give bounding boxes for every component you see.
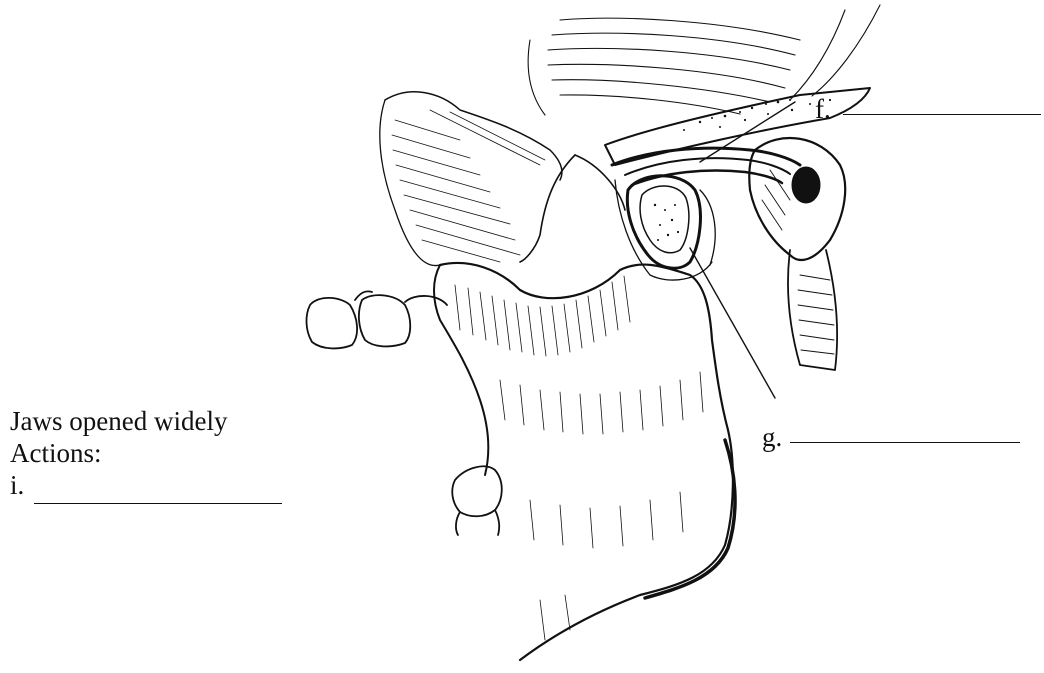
coronoid-process	[520, 155, 625, 262]
maxilla	[380, 92, 562, 266]
answer-blank-g[interactable]	[790, 442, 1020, 443]
caption: Jaws opened widely Actions: i.	[10, 405, 227, 501]
lower-tooth	[452, 466, 501, 535]
answer-blank-f[interactable]	[843, 114, 1041, 115]
label-i: i.	[10, 470, 24, 500]
leader-line-f	[700, 102, 795, 162]
caption-title: Jaws opened widely	[10, 405, 227, 437]
leader-lines	[690, 102, 795, 398]
caption-subtitle: Actions:	[10, 437, 227, 469]
upper-teeth	[306, 291, 447, 348]
mandible-shading	[455, 276, 703, 640]
answer-blank-i[interactable]	[34, 503, 282, 504]
leader-line-g	[690, 248, 775, 398]
label-g: g.	[762, 424, 782, 451]
temporal-bone	[749, 138, 845, 370]
action-line-i: i.	[10, 469, 227, 501]
mandibular-condyle	[615, 176, 715, 280]
label-f: f.	[815, 96, 831, 123]
mandible	[434, 263, 735, 660]
